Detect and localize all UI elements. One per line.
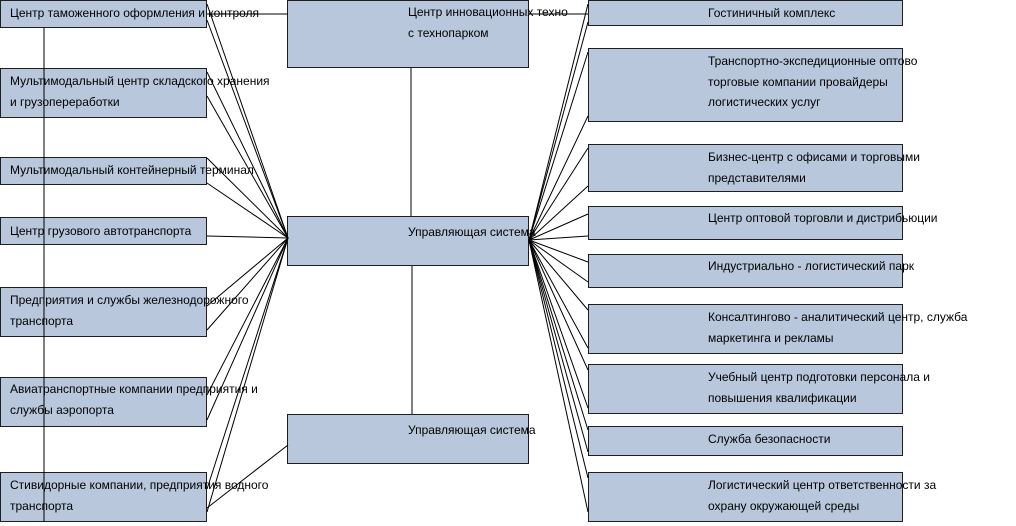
left-node-box-4 xyxy=(0,217,207,245)
left-node-label-3: Мультимодальный контейнерный терминал xyxy=(10,163,254,177)
right-node-box-8 xyxy=(588,426,903,456)
node-control-system-box xyxy=(287,216,529,266)
node-innovation-center-label: Центр инновационных техно с технопарком xyxy=(408,5,568,40)
right-node-label-9: Логистический центр ответственности за о… xyxy=(708,478,937,513)
connector-line-21 xyxy=(528,21,589,241)
connector-line-23 xyxy=(528,115,589,241)
connector-line-4 xyxy=(206,3,289,239)
connector-line-27 xyxy=(528,235,589,241)
connector-line-36 xyxy=(528,239,589,479)
left-node-label-7: Стивидорные компании, предприятия водног… xyxy=(10,478,269,513)
connector-line-15 xyxy=(206,237,289,490)
connector-line-16 xyxy=(206,237,289,513)
connector-line-6 xyxy=(206,71,289,239)
connector-line-34 xyxy=(528,239,589,431)
node-control-system-bottom-box xyxy=(287,414,529,464)
node-control-system-bottom-label: Управляющая система xyxy=(408,423,536,437)
connector-line-12 xyxy=(206,237,289,331)
left-node-box-7 xyxy=(0,472,207,522)
node-innovation-center-box xyxy=(287,0,529,68)
right-node-label-1: Гостиничный комплекс xyxy=(708,6,836,20)
connector-line-7 xyxy=(206,95,289,239)
left-node-box-3 xyxy=(0,157,207,185)
right-node-box-3 xyxy=(588,144,903,192)
right-node-box-1 xyxy=(588,0,903,26)
connector-line-20 xyxy=(528,3,589,241)
connector-line-13 xyxy=(206,237,289,396)
connector-line-33 xyxy=(528,239,589,409)
left-node-box-5 xyxy=(0,287,207,337)
right-node-label-3: Бизнес-центр с офисами и торговыми предс… xyxy=(708,150,920,185)
connector-line-25 xyxy=(528,185,589,241)
left-node-box-6 xyxy=(0,377,207,427)
right-node-box-9 xyxy=(588,472,903,522)
connector-line-31 xyxy=(528,239,589,349)
left-node-label-1: Центр таможенного оформления и контроля xyxy=(10,6,260,20)
right-node-box-6 xyxy=(588,304,903,354)
connector-line-5 xyxy=(206,19,289,239)
connector-line-14 xyxy=(206,237,289,421)
right-node-label-7: Учебный центр подготовки персонала и пов… xyxy=(708,370,930,405)
left-node-label-4: Центр грузового автотранспорта xyxy=(10,224,192,238)
connector-line-37 xyxy=(528,239,589,513)
right-node-label-6: Консалтингово - аналитический центр, слу… xyxy=(708,310,968,345)
right-node-box-4 xyxy=(588,206,903,240)
node-control-system-label: Управляющая система xyxy=(408,225,536,239)
right-node-box-7 xyxy=(588,364,903,414)
connector-line-22 xyxy=(528,51,589,241)
left-node-label-6: Авиатранспортные компании предприятия и … xyxy=(10,382,258,417)
connector-line-8 xyxy=(206,157,289,239)
connector-line-28 xyxy=(528,239,589,263)
connector-line-26 xyxy=(528,213,589,241)
right-node-box-2 xyxy=(588,48,903,122)
right-node-label-4: Центр оптовой торговли и дистрибьюции xyxy=(708,211,938,225)
right-node-label-5: Индустриально - логистический парк xyxy=(708,259,914,273)
connector-line-24 xyxy=(528,147,589,241)
connector-line-11 xyxy=(206,237,289,307)
connector-line-30 xyxy=(528,239,589,311)
connector-line-29 xyxy=(528,239,589,283)
left-node-box-2 xyxy=(0,68,207,118)
right-node-box-5 xyxy=(588,254,903,288)
connector-line-35 xyxy=(528,239,589,453)
right-node-label-8: Служба безопасности xyxy=(708,432,831,446)
right-node-label-2: Транспортно-экспедиционные оптово торгов… xyxy=(708,54,918,109)
left-node-label-5: Предприятия и службы железнодорожного тр… xyxy=(10,293,249,328)
connector-line-9 xyxy=(206,182,289,239)
connector-line-19 xyxy=(206,444,289,509)
connector-line-10 xyxy=(206,235,289,239)
left-node-label-2: Мультимодальный центр складского хранени… xyxy=(10,74,270,109)
connector-line-32 xyxy=(528,239,589,371)
left-node-box-1 xyxy=(0,0,207,28)
